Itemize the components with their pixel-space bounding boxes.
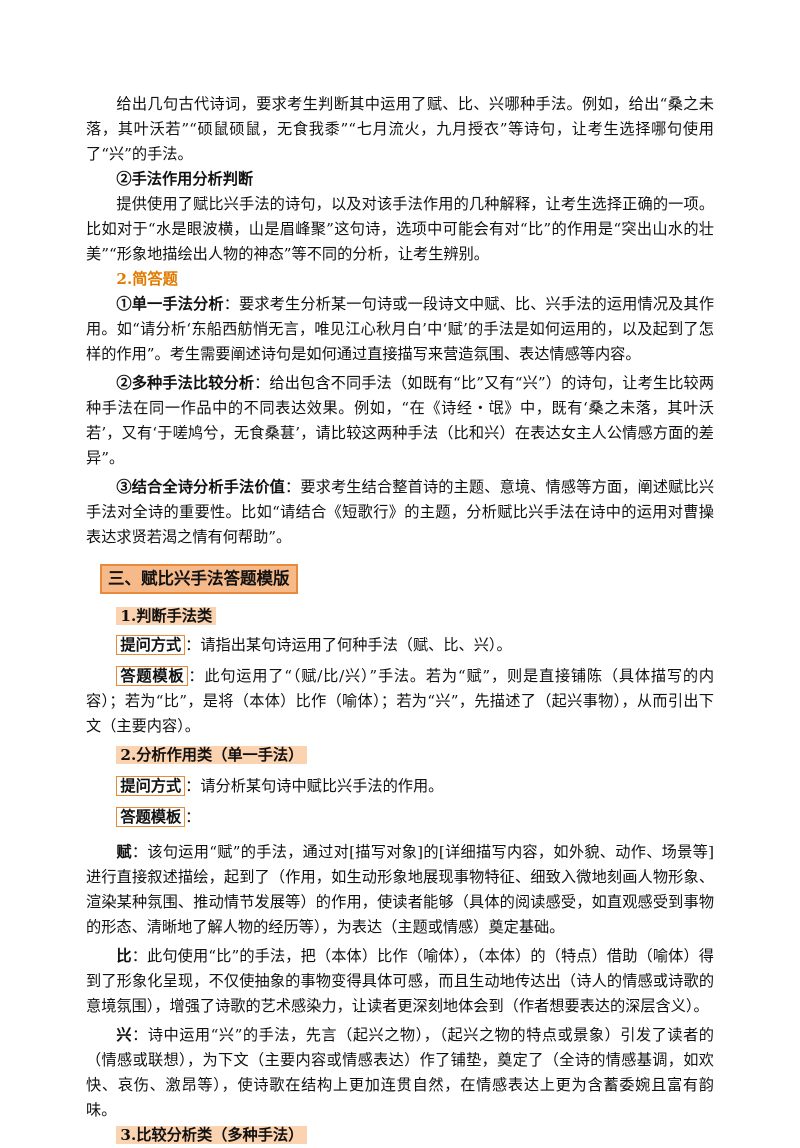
xing-label: 兴	[116, 1026, 133, 1044]
item-3-label: ③结合全诗分析手法价值	[116, 478, 285, 496]
judge-template: 答题模板：此句运用了“（赋/比/兴）”手法。若为“赋”，则是直接铺陈（具体描写的…	[86, 664, 714, 739]
judge-template-label: 答题模板	[116, 666, 189, 686]
function-judgment-paragraph: 提供使用了赋比兴手法的诗句，以及对该手法作用的几种解释，让考生选择正确的一项。比…	[86, 195, 714, 263]
function-ask-text: ：请分析某句诗中赋比兴手法的作用。	[185, 777, 444, 795]
judge-ask: 提问方式：请指出某句诗运用了何种手法（赋、比、兴）。	[86, 633, 714, 658]
short-answer-heading: 2.简答题	[86, 267, 714, 292]
function-ask: 提问方式：请分析某句诗中赋比兴手法的作用。	[86, 774, 714, 799]
judge-heading: 1.判断手法类	[86, 604, 714, 629]
section-3-heading: 三、赋比兴手法答题模版	[100, 564, 714, 594]
xing-text: ：诗中运用“兴”的手法，先言（起兴之物），（起兴之物的特点或景象）引发了读者的（…	[86, 1026, 714, 1119]
item-2-label: ②多种手法比较分析	[116, 374, 255, 392]
short-answer-item-2: ②多种手法比较分析：给出包含不同手法（如既有“比”又有“兴”）的诗句，让考生比较…	[86, 371, 714, 471]
short-answer-item-1: ①单一手法分析：要求考生分析某一句诗或一段诗文中赋、比、兴手法的运用情况及其作用…	[86, 292, 714, 367]
judge-template-text: ：此句运用了“（赋/比/兴）”手法。若为“赋”，则是直接铺陈（具体描写的内容）；…	[86, 667, 715, 735]
section-3-title: 三、赋比兴手法答题模版	[100, 564, 298, 594]
item-2-text: ：给出包含不同手法（如既有“比”又有“兴”）的诗句，让考生比较两种手法在同一作品…	[86, 374, 715, 467]
item-1-text: ：要求考生分析某一句诗或一段诗文中赋、比、兴手法的运用情况及其作用。如“请分析‘…	[86, 295, 715, 363]
judge-ask-label: 提问方式	[116, 635, 186, 655]
compare-heading: 3.比较分析类（多种手法）	[86, 1123, 714, 1148]
item-1-label: ①单一手法分析	[116, 295, 224, 313]
function-heading: 2.分析作用类（单一手法）	[86, 743, 714, 768]
item-3-text: ：要求考生结合整首诗的主题、意境、情感等方面，阐述赋比兴手法对全诗的重要性。比如…	[86, 478, 715, 546]
subheading-function-judgment: ②手法作用分析判断	[86, 167, 714, 192]
bi-label: 比	[116, 947, 132, 965]
xing-paragraph: 兴：诗中运用“兴”的手法，先言（起兴之物），（起兴之物的特点或景象）引发了读者的…	[86, 1023, 714, 1123]
subheading-text: ②手法作用分析判断	[116, 170, 254, 188]
judge-ask-text: ：请指出某句诗运用了何种手法（赋、比、兴）。	[185, 636, 512, 654]
document-content: 给出几句古代诗词，要求考生判断其中运用了赋、比、兴哪种手法。例如，给出“桑之未落…	[86, 92, 714, 1148]
judge-title: 1.判断手法类	[116, 607, 217, 625]
compare-title: 3.比较分析类（多种手法）	[116, 1126, 308, 1144]
short-answer-title: 2.简答题	[116, 270, 178, 288]
fu-paragraph: 赋：该句运用“赋”的手法，通过对[描写对象]的[详细描写内容，如外貌、动作、场景…	[86, 840, 714, 940]
function-template-label: 答题模板	[116, 807, 186, 827]
fu-label: 赋	[116, 843, 132, 861]
function-ask-label: 提问方式	[116, 776, 186, 796]
intro-paragraph: 给出几句古代诗词，要求考生判断其中运用了赋、比、兴哪种手法。例如，给出“桑之未落…	[86, 95, 714, 163]
bi-paragraph: 比：此句使用“比”的手法，把（本体）比作（喻体），（本体）的（特点）借助（喻体）…	[86, 944, 714, 1019]
short-answer-item-3: ③结合全诗分析手法价值：要求考生结合整首诗的主题、意境、情感等方面，阐述赋比兴手…	[86, 475, 714, 550]
function-title: 2.分析作用类（单一手法）	[116, 746, 308, 764]
bi-text: ：此句使用“比”的手法，把（本体）比作（喻体），（本体）的（特点）借助（喻体）得…	[86, 947, 714, 1015]
function-template-colon: ：	[185, 808, 201, 826]
fu-text: ：该句运用“赋”的手法，通过对[描写对象]的[详细描写内容，如外貌、动作、场景等…	[86, 843, 715, 936]
function-template: 答题模板：	[86, 805, 714, 830]
